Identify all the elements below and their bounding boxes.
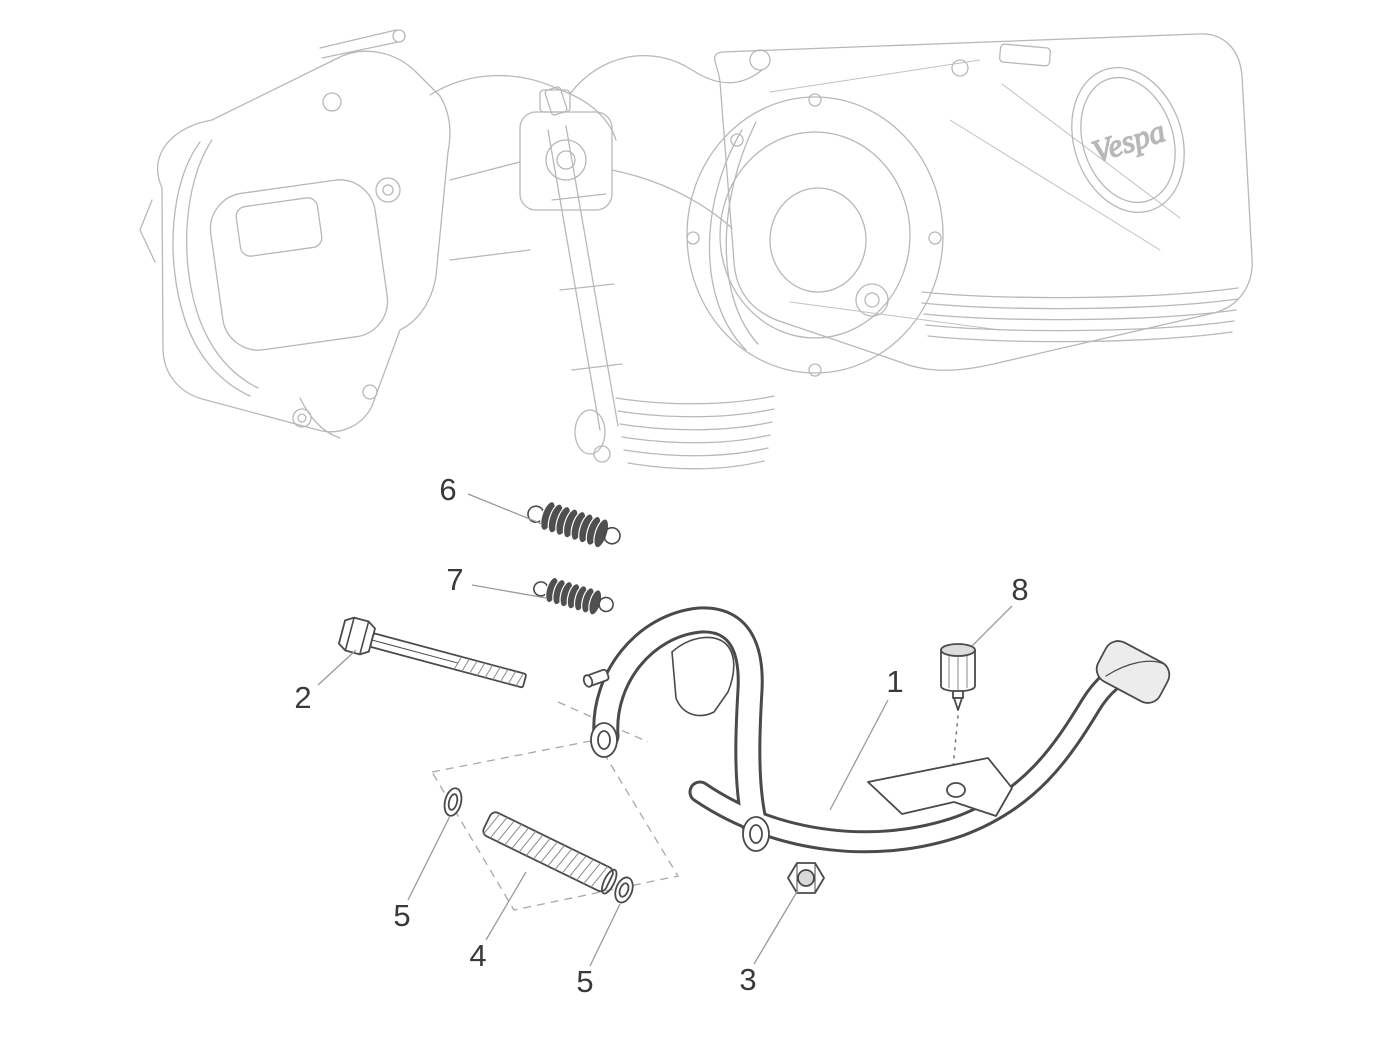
engine-center-section [449,54,763,463]
bolt-threads [453,656,524,687]
callout-2-leader [317,649,357,686]
callout-1-label: 1 [886,664,903,699]
callout-7-label: 7 [446,562,463,597]
callout-leaders [317,493,1013,967]
callout-8-leader [971,605,1013,647]
callout-6-leader [467,493,543,525]
center-stand [582,606,1171,854]
assembly-guides [430,701,959,911]
washer-left [443,787,463,817]
callout-8-label: 8 [1011,572,1028,607]
callout-4-label: 4 [469,938,486,973]
rubber-buffer [940,643,976,711]
engine-right-fins [921,287,1239,343]
spacer-tube [482,811,618,895]
stand-cutout-window [671,636,735,717]
spacer-tube-hatching [482,813,609,888]
hex-nut [787,862,825,894]
callout-7-leader [471,584,547,599]
engine-center-fins [615,395,775,470]
engine-left-block [139,29,617,439]
callout-5-left-leader [407,815,451,901]
spring-lower [533,576,614,616]
stand-mounting-plate [867,757,1013,817]
hex-bolt [337,616,527,689]
stand-pivot-right [742,816,770,852]
stand-foot-pedal [1095,640,1171,704]
spring-upper [527,501,621,549]
callout-5-right-leader [589,903,621,967]
callout-4-leader [485,871,527,941]
stand-pivot-left [590,722,618,758]
vespa-logo-text: Vespa [1087,112,1169,169]
washer-right [614,876,634,904]
callout-1-leader [829,699,889,811]
callout-5-left-label: 5 [393,898,410,933]
callout-labels: 1 2 3 4 5 5 6 7 8 [294,472,1028,999]
callout-2-label: 2 [294,680,311,715]
callout-6-label: 6 [439,472,456,507]
callout-3-label: 3 [739,962,756,997]
callout-3-leader [753,889,799,965]
engine-assembly-drawing: Vespa [139,29,1253,470]
engine-right-case [686,33,1253,377]
callout-5-right-label: 5 [576,964,593,999]
stand-stud [582,668,610,688]
dashed-assembly-box [430,739,680,911]
